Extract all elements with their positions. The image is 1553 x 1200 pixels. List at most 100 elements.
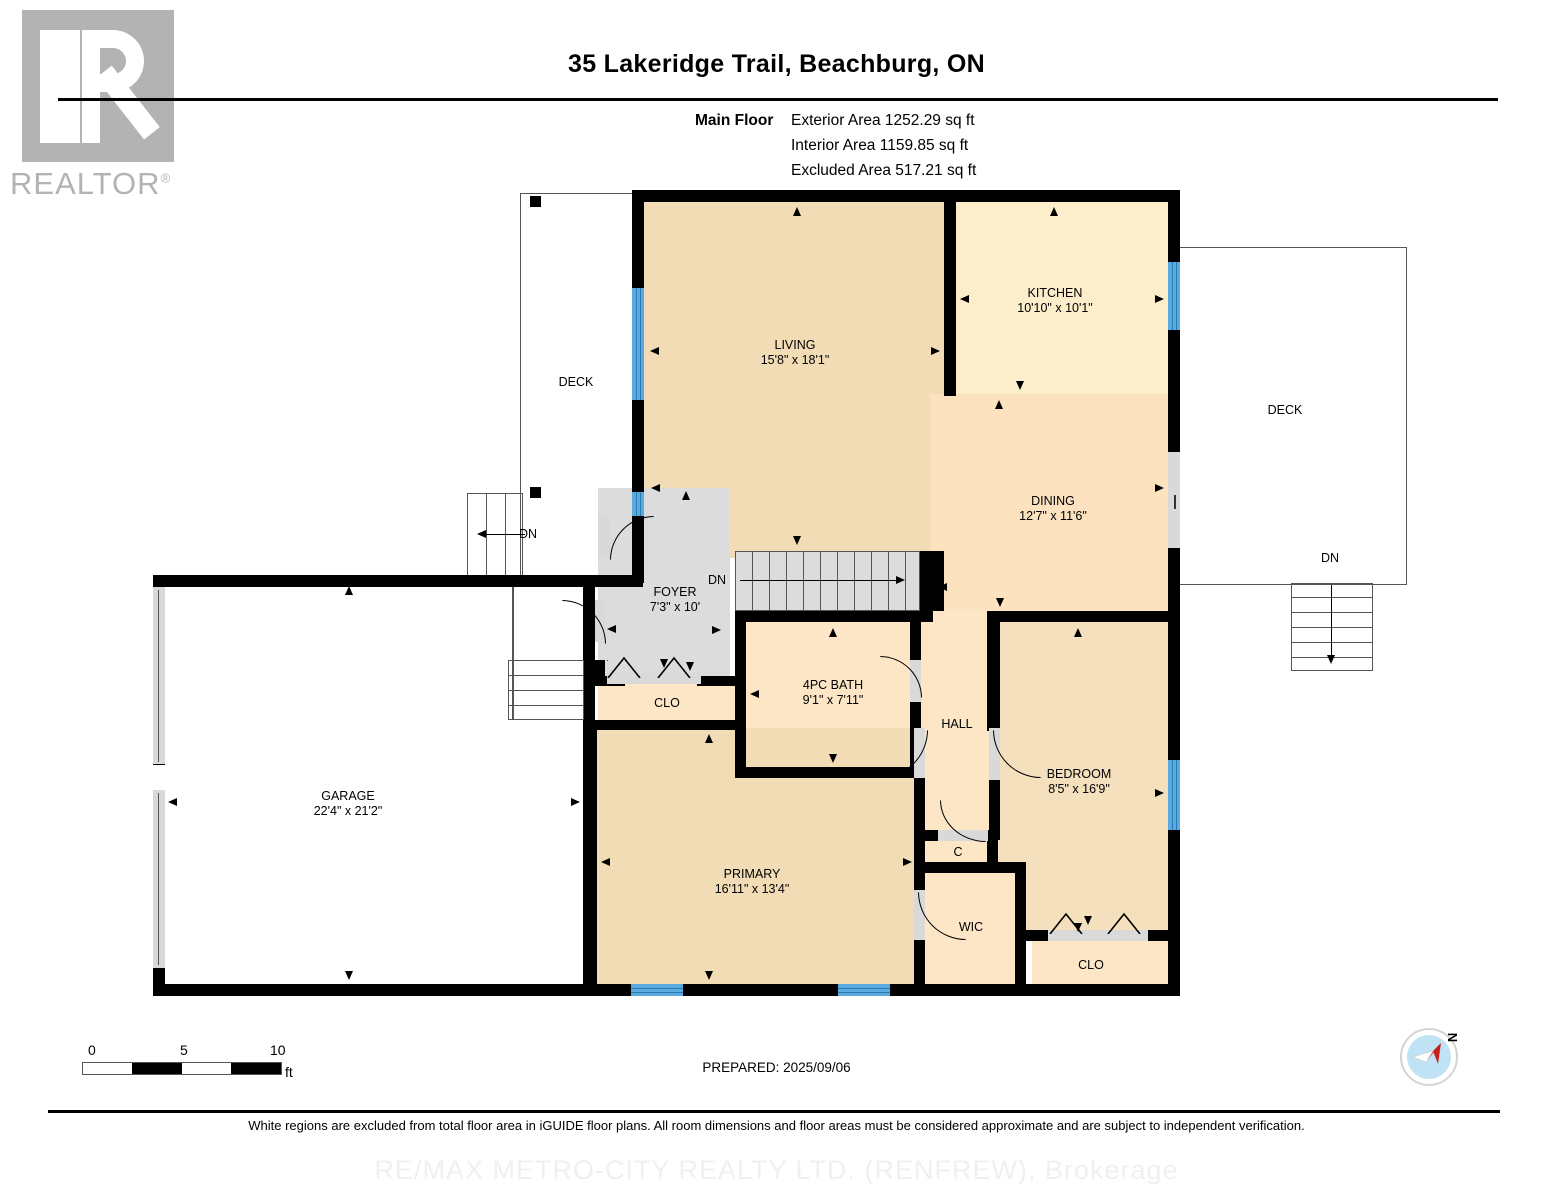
foyer-stair-riser-4 — [803, 551, 804, 611]
scale-zero: 0 — [88, 1042, 96, 1058]
compass-needle-icon — [1412, 1043, 1441, 1064]
arrow-foyer-right — [712, 626, 721, 634]
foyer-label: FOYER 7'3" x 10' — [650, 585, 700, 615]
wall-right-lower3 — [1168, 718, 1180, 760]
wall-right-lower4 — [1168, 830, 1180, 990]
primary-label: PRIMARY 16'11" x 13'4" — [715, 867, 790, 897]
door-wic-gap — [914, 890, 925, 940]
door-clo-right-gap — [1048, 930, 1148, 941]
door-bedroom-gap — [989, 728, 1000, 780]
arrow-bedroom-top — [1074, 628, 1082, 637]
arrow-primary-left — [601, 858, 610, 866]
arrow-kitchen-left — [960, 295, 969, 303]
wall-bath-right-upper — [910, 611, 921, 663]
wall-primary-right — [914, 778, 925, 990]
arrow-bath-bottom — [829, 754, 837, 763]
foyer-stair-riser-7 — [854, 551, 855, 611]
arrow-dining-top — [995, 400, 1003, 409]
deck-right-outline — [1170, 247, 1407, 585]
footer-divider — [48, 1110, 1500, 1113]
living-label: LIVING 15'8" x 18'1" — [761, 338, 830, 368]
bedroom-name: BEDROOM — [1046, 767, 1112, 781]
window-primary-south-2 — [838, 984, 890, 996]
disclaimer-text: White regions are excluded from total fl… — [248, 1118, 1305, 1133]
wall-primary-top-left — [585, 720, 597, 996]
bedroom-label: BEDROOM 8'5" x 16'9" — [1047, 767, 1112, 797]
wall-top-exterior — [632, 190, 1180, 202]
hall-name: HALL — [941, 717, 973, 731]
arrow-kitchen-top — [1050, 207, 1058, 216]
arrow-living-top — [793, 207, 801, 216]
foyer-dn-label: DN — [708, 573, 727, 587]
deck-left-post-bottom — [530, 487, 541, 498]
interior-area: Interior Area 1159.85 sq ft — [791, 137, 969, 154]
door-clo-right-bifold-icon — [1049, 912, 1141, 934]
scale-max: 10 — [270, 1042, 286, 1058]
wall-hall-bottom-stub — [914, 830, 942, 841]
clo-right-fill — [1032, 938, 1170, 990]
clo-left-fill — [598, 684, 736, 722]
arrow-bath-left — [750, 690, 759, 698]
garage-name: GARAGE — [321, 789, 375, 803]
living-name: LIVING — [774, 338, 816, 352]
dining-name: DINING — [1031, 494, 1075, 508]
scale-seg-2 — [231, 1063, 281, 1074]
garage-door-west — [153, 587, 165, 764]
deck-right-dn-arrow — [1327, 655, 1335, 664]
dining-label: DINING 12'7" x 11'6" — [1019, 494, 1087, 524]
foyer-stair-riser-8 — [871, 551, 872, 611]
dining-fill — [930, 394, 1170, 619]
foyer-stair-riser-1 — [752, 551, 753, 611]
wall-clo-left-bottom — [595, 720, 745, 730]
foyer-staircase — [735, 551, 920, 611]
foyer-dim: 7'3" x 10' — [649, 600, 701, 614]
deck-right-dn-label: DN — [1321, 551, 1340, 565]
prepared-date: PREPARED: 2025/09/06 — [702, 1060, 851, 1075]
arrow-primary-bottom — [705, 971, 713, 980]
deck-left-step-2 — [505, 493, 506, 583]
arrow-garage-bottom — [345, 971, 353, 980]
foyer-stair-riser-9 — [888, 551, 889, 611]
arrow-primary-right — [903, 858, 912, 866]
garage-dim: 22'4" x 21'2" — [313, 804, 383, 818]
deck-right-step-4 — [1291, 642, 1373, 643]
window-kitchen-east — [1168, 262, 1180, 330]
foyer-stair-riser-6 — [837, 551, 838, 611]
foyer-stair-dn-arrow — [896, 576, 905, 584]
realtor-logo-registered: ® — [160, 170, 172, 186]
clo-right-name: CLO — [1078, 958, 1104, 972]
realtor-logo-wordmark: REALTOR® — [10, 166, 171, 202]
door-clo-left-bifold-icon — [607, 656, 691, 678]
arrow-kitchen-right — [1155, 295, 1164, 303]
arrow-dining-left — [938, 583, 947, 591]
excluded-area: Excluded Area 517.21 sq ft — [791, 162, 977, 179]
wall-foyer-bottom2 — [697, 676, 735, 686]
arrow-living-left — [650, 347, 659, 355]
primary-dim: 16'11" x 13'4" — [714, 882, 790, 896]
wall-closet-c-right — [987, 830, 998, 872]
wall-right-upper — [1168, 190, 1180, 262]
foyer-stair-fill — [735, 551, 920, 611]
arrow-deck-left-west — [651, 484, 660, 492]
deck-right-dn-line — [1331, 585, 1332, 661]
window-bedroom-east — [1168, 760, 1180, 830]
title-divider — [58, 98, 1498, 101]
wall-closet-c-bottom — [914, 862, 1022, 873]
deck-left-stairs — [467, 493, 523, 583]
wall-garage-bottom — [153, 984, 595, 996]
deck-left-step-1 — [486, 493, 487, 583]
deck-left-dn-arrow — [477, 530, 486, 538]
foyer-stair-riser-3 — [786, 551, 787, 611]
garage-stair-2 — [508, 690, 584, 691]
garage-stair-1 — [508, 675, 584, 676]
clo-right-label: CLO — [1078, 958, 1104, 973]
arrow-garage-left — [168, 798, 177, 806]
exterior-area: Exterior Area 1252.29 sq ft — [791, 112, 975, 129]
wall-foyer-left-stub — [595, 660, 605, 678]
closet-c-name: C — [953, 845, 963, 859]
hall-label: HALL — [941, 717, 972, 732]
brokerage-watermark: RE/MAX METRO-CITY REALTY LTD. (RENFREW),… — [374, 1155, 1179, 1185]
garage-fill — [162, 585, 594, 990]
living-dim: 15'8" x 18'1" — [760, 353, 830, 367]
arrow-living-right — [931, 347, 940, 355]
